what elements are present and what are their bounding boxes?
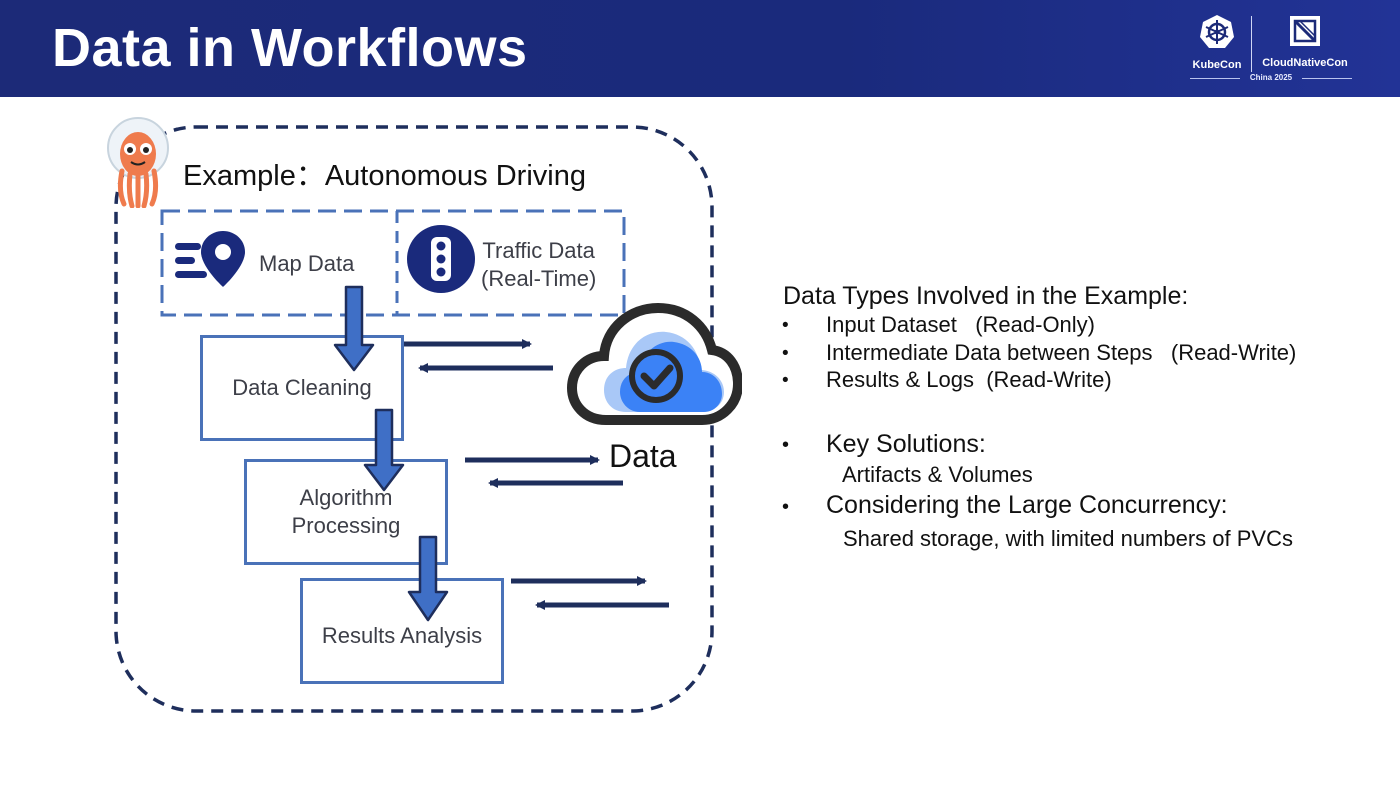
data-type-item: Results & Logs (Read-Write) <box>826 367 1112 392</box>
cloud-data-label: Data <box>609 438 677 474</box>
bullet: • <box>782 434 790 456</box>
key-solutions-heading: Key Solutions: <box>826 430 986 458</box>
title-bar: Data in Workflows KubeCon CloudNativeCon… <box>0 0 1400 97</box>
event-subtitle: China 2025 <box>1190 73 1352 82</box>
bullet: • <box>782 343 789 364</box>
algorithm-processing-step: Algorithm Processing <box>244 459 448 565</box>
data-type-item: Intermediate Data between Steps (Read-Wr… <box>826 340 1297 365</box>
kubecon-logo: KubeCon <box>1172 14 1262 71</box>
cncf-square-icon <box>1290 16 1320 46</box>
cloudnativecon-text: CloudNativeCon <box>1262 57 1348 69</box>
results-analysis-label: Results Analysis <box>321 623 483 648</box>
map-location-icon <box>175 231 245 287</box>
argo-mascot-icon <box>107 117 169 208</box>
slide-title: Data in Workflows <box>52 18 528 78</box>
kubernetes-wheel-icon <box>1200 15 1234 48</box>
algorithm-line1: Algorithm <box>299 485 393 510</box>
traffic-data-line2: (Real-Time) <box>481 266 597 291</box>
data-types-heading: Data Types Involved in the Example: <box>783 282 1189 310</box>
bullet: • <box>782 370 789 391</box>
concurrency-heading: Considering the Large Concurrency: <box>826 491 1228 519</box>
data-exchange-arrows <box>396 339 669 610</box>
traffic-data-line1: Traffic Data <box>482 238 595 263</box>
cloud-check-icon <box>566 302 742 425</box>
key-solutions-detail: Artifacts & Volumes <box>842 462 1033 487</box>
example-title: Example：Autonomous Driving <box>183 160 586 192</box>
logo-divider <box>1251 16 1252 72</box>
cloudnativecon-logo: CloudNativeCon <box>1260 14 1350 69</box>
input-data-group <box>160 209 626 317</box>
traffic-light-icon <box>407 225 475 293</box>
data-cleaning-label: Data Cleaning <box>232 375 372 400</box>
results-analysis-step: Results Analysis <box>300 578 504 684</box>
traffic-data-label: Traffic Data (Real-Time) <box>481 237 596 293</box>
data-cleaning-step: Data Cleaning <box>200 335 404 441</box>
workflow-boundary <box>114 125 714 713</box>
kubecon-text: KubeCon <box>1192 59 1242 71</box>
data-type-item: Input Dataset (Read-Only) <box>826 312 1096 337</box>
map-data-label: Map Data <box>259 251 355 276</box>
concurrency-detail: Shared storage, with limited numbers of … <box>843 526 1293 551</box>
algorithm-line2: Processing <box>291 513 401 538</box>
bullet: • <box>782 315 789 336</box>
bullet: • <box>782 496 790 518</box>
